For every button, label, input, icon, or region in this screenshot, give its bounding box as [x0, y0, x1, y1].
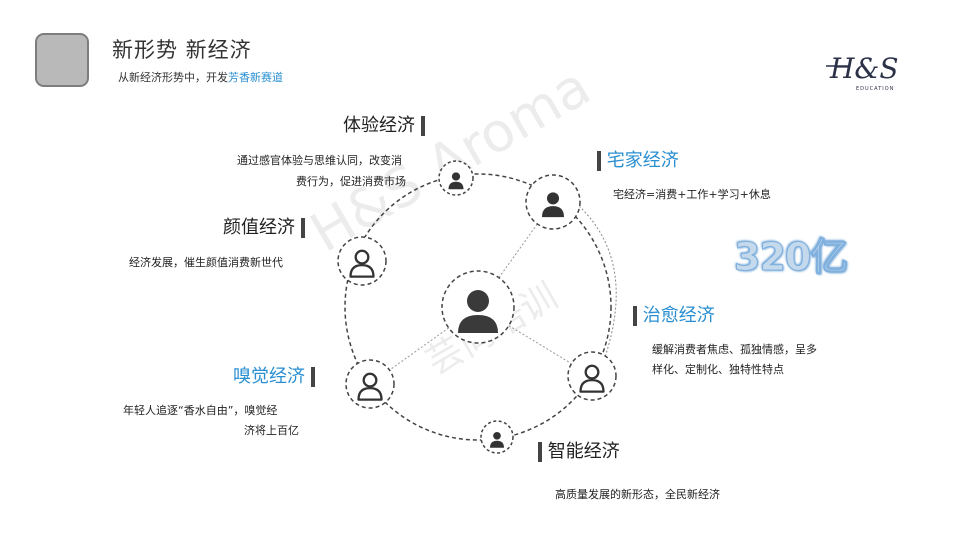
node-healing: [567, 351, 617, 401]
center-person-icon: [458, 290, 498, 333]
node-home: [525, 174, 581, 230]
node-smell: [345, 359, 395, 409]
connector-arc: [569, 197, 617, 361]
center-node: [441, 270, 515, 344]
desc-healing-2: 样化、定制化、独特性特点: [652, 363, 784, 376]
page-subtitle: 从新经济形势中，开发芳香新赛道: [118, 69, 283, 85]
heading-home: 宅家经济: [597, 150, 679, 172]
subtitle-prefix: 从新经济形势中，开发: [118, 71, 228, 84]
brand-logo-text: H&S: [829, 52, 899, 85]
heading-smell: 嗅觉经济: [233, 366, 315, 388]
heading-experience: 体验经济: [343, 115, 425, 137]
node-experience: [438, 160, 474, 196]
heading-bar: [538, 442, 542, 462]
heading-healing: 治愈经济: [633, 305, 715, 327]
heading-bar: [633, 306, 637, 326]
desc-healing-1: 缓解消费者焦虑、孤独情感，呈多: [652, 343, 817, 356]
desc-beauty-1: 经济发展，催生颜值消费新世代: [129, 256, 283, 269]
subtitle-highlight: 芳香新赛道: [228, 71, 283, 84]
outer-ring: [344, 173, 612, 441]
brand-logo-sub: EDUCATION: [856, 86, 894, 92]
page-title: 新形势 新经济: [112, 38, 252, 62]
node-beauty: [337, 236, 387, 286]
heading-beauty: 颜值经济: [223, 217, 305, 239]
node-smart: [480, 420, 514, 454]
desc-smell-2: 济将上百亿: [244, 424, 299, 437]
desc-experience-1: 通过感官体验与思维认同，改变消: [237, 154, 402, 167]
desc-home-1: 宅经济=消费+工作+学习+休息: [613, 188, 771, 201]
heading-bar: [310, 367, 315, 387]
heading-smart: 智能经济: [538, 441, 620, 463]
logo-square: [35, 33, 89, 87]
desc-smell-1: 年轻人追逐“香水自由”，嗅觉经: [123, 404, 278, 417]
highlight-value: 320亿: [733, 235, 848, 280]
desc-smart-1: 高质量发展的新形态，全民新经济: [555, 488, 720, 501]
heading-bar: [300, 218, 305, 238]
brand-logo: H&S EDUCATION: [826, 52, 899, 92]
heading-bar: [420, 116, 425, 136]
desc-experience-2: 费行为，促进消费市场: [296, 175, 406, 188]
heading-bar: [597, 151, 601, 171]
